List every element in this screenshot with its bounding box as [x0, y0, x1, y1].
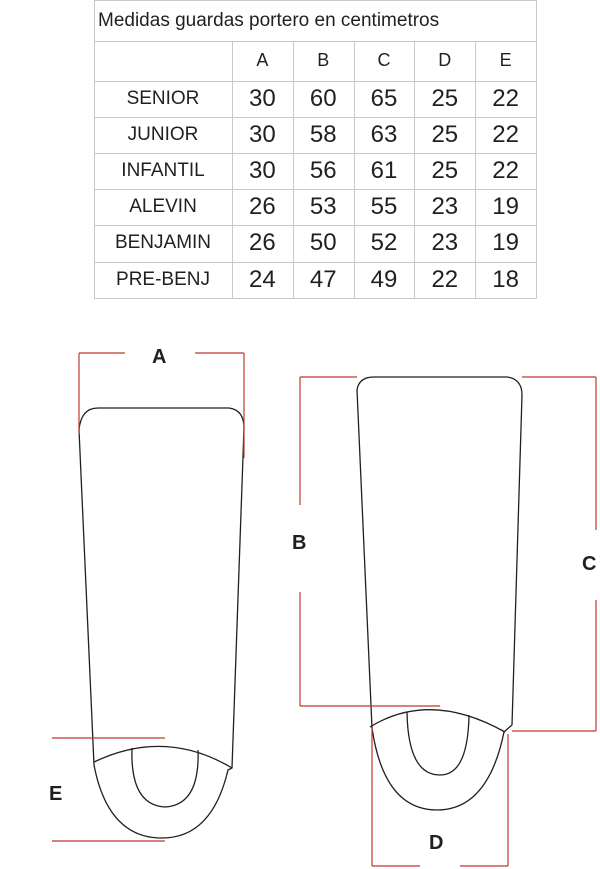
column-header: B	[317, 50, 330, 71]
dimension-label-a: A	[152, 346, 166, 368]
table-cell: 25	[431, 120, 459, 148]
table-cell: 30	[249, 120, 276, 148]
dimension-label-c: C	[582, 553, 596, 575]
table-grid-line	[414, 41, 416, 298]
column-header: A	[256, 50, 269, 71]
guard-side-ankle-opening	[406, 711, 470, 776]
guard-front-ankle-opening	[131, 747, 199, 808]
table-cell: 60	[309, 84, 337, 112]
table-cell: 30	[249, 84, 276, 112]
dimension-c	[512, 376, 597, 732]
table-grid-line	[94, 261, 536, 263]
table-grid-line	[94, 152, 536, 154]
table-cell: 58	[309, 120, 337, 148]
table-cell: 22	[492, 156, 519, 184]
column-header: C	[377, 50, 391, 71]
table-cell: 26	[249, 229, 276, 257]
guard-side-ankle-seam	[369, 709, 506, 733]
dimension-e	[52, 737, 165, 842]
table-cell: 19	[492, 193, 519, 221]
row-label: JUNIOR	[127, 123, 199, 145]
table-cell: 50	[309, 229, 337, 257]
table-cell: 25	[431, 84, 459, 112]
dimension-a	[78, 352, 245, 458]
table-cell: 55	[370, 193, 398, 221]
table-grid-line	[94, 225, 536, 227]
table-cell: 22	[492, 84, 519, 112]
table-grid-line	[353, 41, 355, 298]
row-label: BENJAMIN	[114, 232, 212, 254]
table-grid-line	[94, 189, 536, 191]
dimension-label-d: D	[429, 832, 443, 854]
table-cell: 24	[249, 265, 276, 293]
table-cell: 30	[249, 156, 276, 184]
table-cell: 65	[370, 84, 398, 112]
table-grid-line	[94, 297, 536, 299]
table-grid-line	[232, 41, 233, 298]
table-cell: 49	[370, 265, 398, 293]
guard-front-ankle-seam	[93, 745, 233, 769]
table-cell: 23	[431, 193, 459, 221]
table-cell: 56	[309, 156, 337, 184]
table-grid-line	[94, 0, 536, 1]
table-cell: 26	[249, 193, 276, 221]
table-cell: 47	[309, 265, 337, 293]
row-label: PRE-BENJ	[116, 268, 210, 290]
table-cell: 22	[492, 120, 519, 148]
table-cell: 19	[492, 229, 519, 257]
dimension-label-e: E	[49, 783, 62, 805]
row-label: SENIOR	[126, 87, 200, 109]
table-cell: 23	[431, 229, 459, 257]
table-grid-line	[94, 41, 536, 42]
dimension-label-b: B	[292, 532, 306, 554]
guard-front-outline	[78, 407, 245, 839]
guard-side-outline	[356, 376, 523, 811]
table-grid-line	[94, 80, 536, 82]
guard-side-view	[356, 376, 523, 811]
row-label: ALEVIN	[129, 196, 197, 218]
table-cell: 63	[370, 120, 398, 148]
table-cell: 61	[370, 156, 398, 184]
guard-front-view	[78, 407, 245, 839]
column-header: E	[499, 50, 512, 71]
table-cell: 18	[492, 265, 519, 293]
column-header: D	[438, 50, 452, 71]
table-grid-line	[475, 41, 477, 298]
table-grid-line	[536, 0, 537, 299]
dimension-lines	[52, 352, 597, 867]
size-table: Medidas guardas portero en centimetros A…	[94, 0, 537, 299]
table-caption: Medidas guardas portero en centimetros	[98, 9, 440, 31]
table-cell: 25	[431, 156, 459, 184]
table-grid-line	[94, 116, 536, 118]
dimension-b	[299, 376, 440, 707]
table-cell: 53	[309, 193, 337, 221]
table-grid-line	[292, 41, 294, 298]
table-grid-line	[94, 0, 95, 298]
row-label: INFANTIL	[121, 159, 205, 181]
table-cell: 22	[431, 265, 459, 293]
table-cell: 52	[370, 229, 398, 257]
dimension-d	[371, 728, 509, 867]
